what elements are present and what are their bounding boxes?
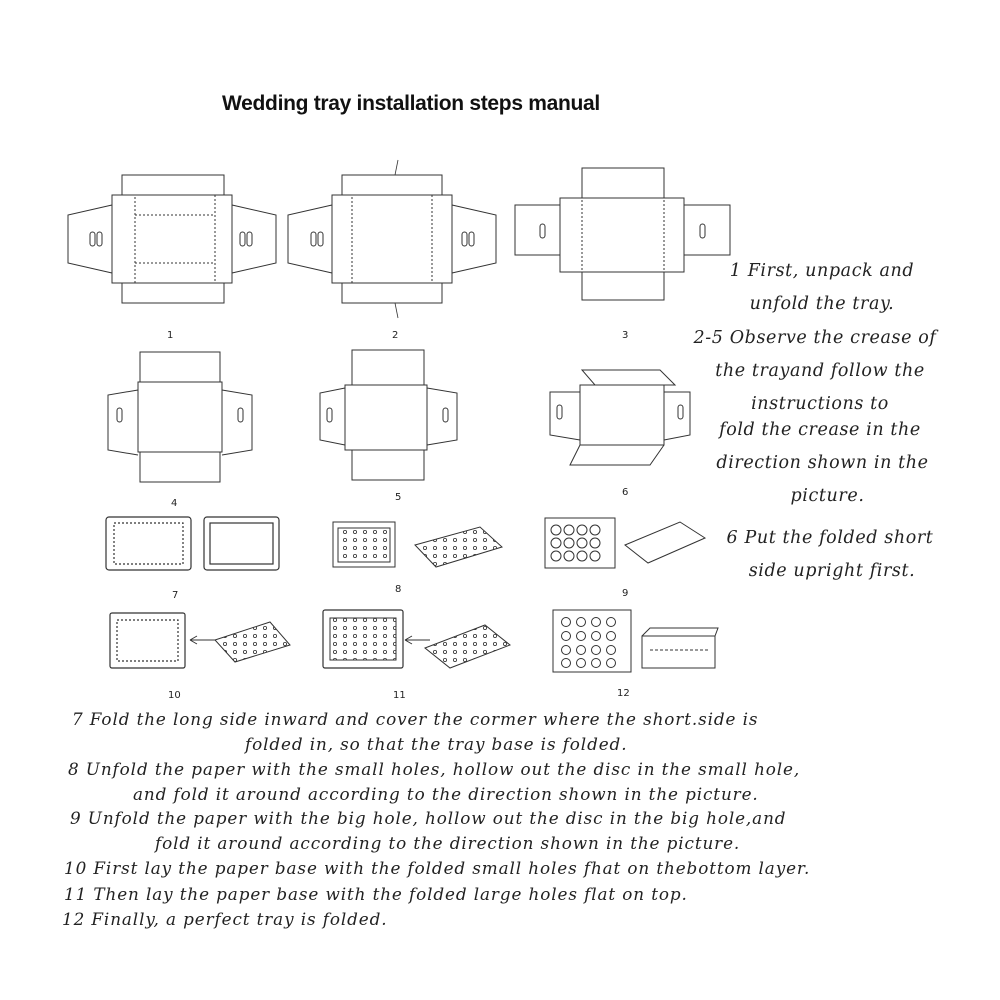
step-5-diagram [319, 349, 458, 481]
step-7-diagram [105, 516, 280, 571]
bottom-instruction-11: 11 Then lay the paper base with the fold… [64, 884, 688, 904]
step-6-diagram [549, 369, 691, 466]
bottom-instruction-8a: 8 Unfold the paper with the small holes,… [68, 759, 801, 779]
side-instruction-6b: side upright first. [748, 561, 916, 581]
bottom-instruction-8b: and fold it around according to the dire… [133, 784, 759, 804]
step-1-diagram [67, 174, 277, 304]
figure-number-2: 2 [392, 330, 398, 341]
figure-number-1: 1 [167, 330, 173, 341]
side-instruction-1a: 1 First, unpack and [729, 261, 915, 281]
figure-number-4: 4 [171, 498, 177, 509]
bottom-instruction-9b: fold it around according to the directio… [155, 833, 741, 853]
page-title: Wedding tray installation steps manual [222, 92, 600, 115]
step-10-diagram [109, 612, 291, 669]
step-11-diagram [322, 609, 511, 669]
bottom-instruction-7a: 7 Fold the long side inward and cover th… [72, 709, 759, 729]
figure-number-3: 3 [622, 330, 628, 341]
figure-number-8: 8 [395, 584, 401, 595]
figure-number-10: 10 [168, 690, 181, 701]
figure-number-9: 9 [622, 588, 628, 599]
bottom-instruction-9a: 9 Unfold the paper with the big hole, ho… [70, 808, 787, 828]
figure-number-11: 11 [393, 690, 406, 701]
side-instruction-2a: 2-5 Observe the crease of [693, 328, 937, 348]
step-3-diagram [514, 167, 731, 301]
side-instruction-1b: unfold the tray. [749, 294, 895, 314]
side-instruction-2d: fold the crease in the [719, 420, 921, 440]
figure-number-12: 12 [617, 688, 630, 699]
figure-number-5: 5 [395, 492, 401, 503]
bottom-instruction-10: 10 First lay the paper base with the fol… [64, 858, 811, 878]
bottom-instruction-7b: folded in, so that the tray base is fold… [245, 734, 628, 754]
step-2-diagram [287, 159, 497, 319]
step-4-diagram [107, 351, 253, 483]
figure-number-6: 6 [622, 487, 628, 498]
side-instruction-2b: the trayand follow the [715, 361, 925, 381]
step-8-diagram [332, 521, 503, 568]
step-9-diagram [544, 517, 707, 569]
step-12-diagram [552, 609, 719, 673]
side-instruction-2c: instructions to [751, 394, 889, 414]
side-instruction-2f: picture. [790, 486, 865, 506]
figure-number-7: 7 [172, 590, 178, 601]
side-instruction-6a: 6 Put the folded short [726, 528, 934, 548]
side-instruction-2e: direction shown in the [716, 453, 929, 473]
bottom-instruction-12: 12 Finally, a perfect tray is folded. [62, 909, 388, 929]
